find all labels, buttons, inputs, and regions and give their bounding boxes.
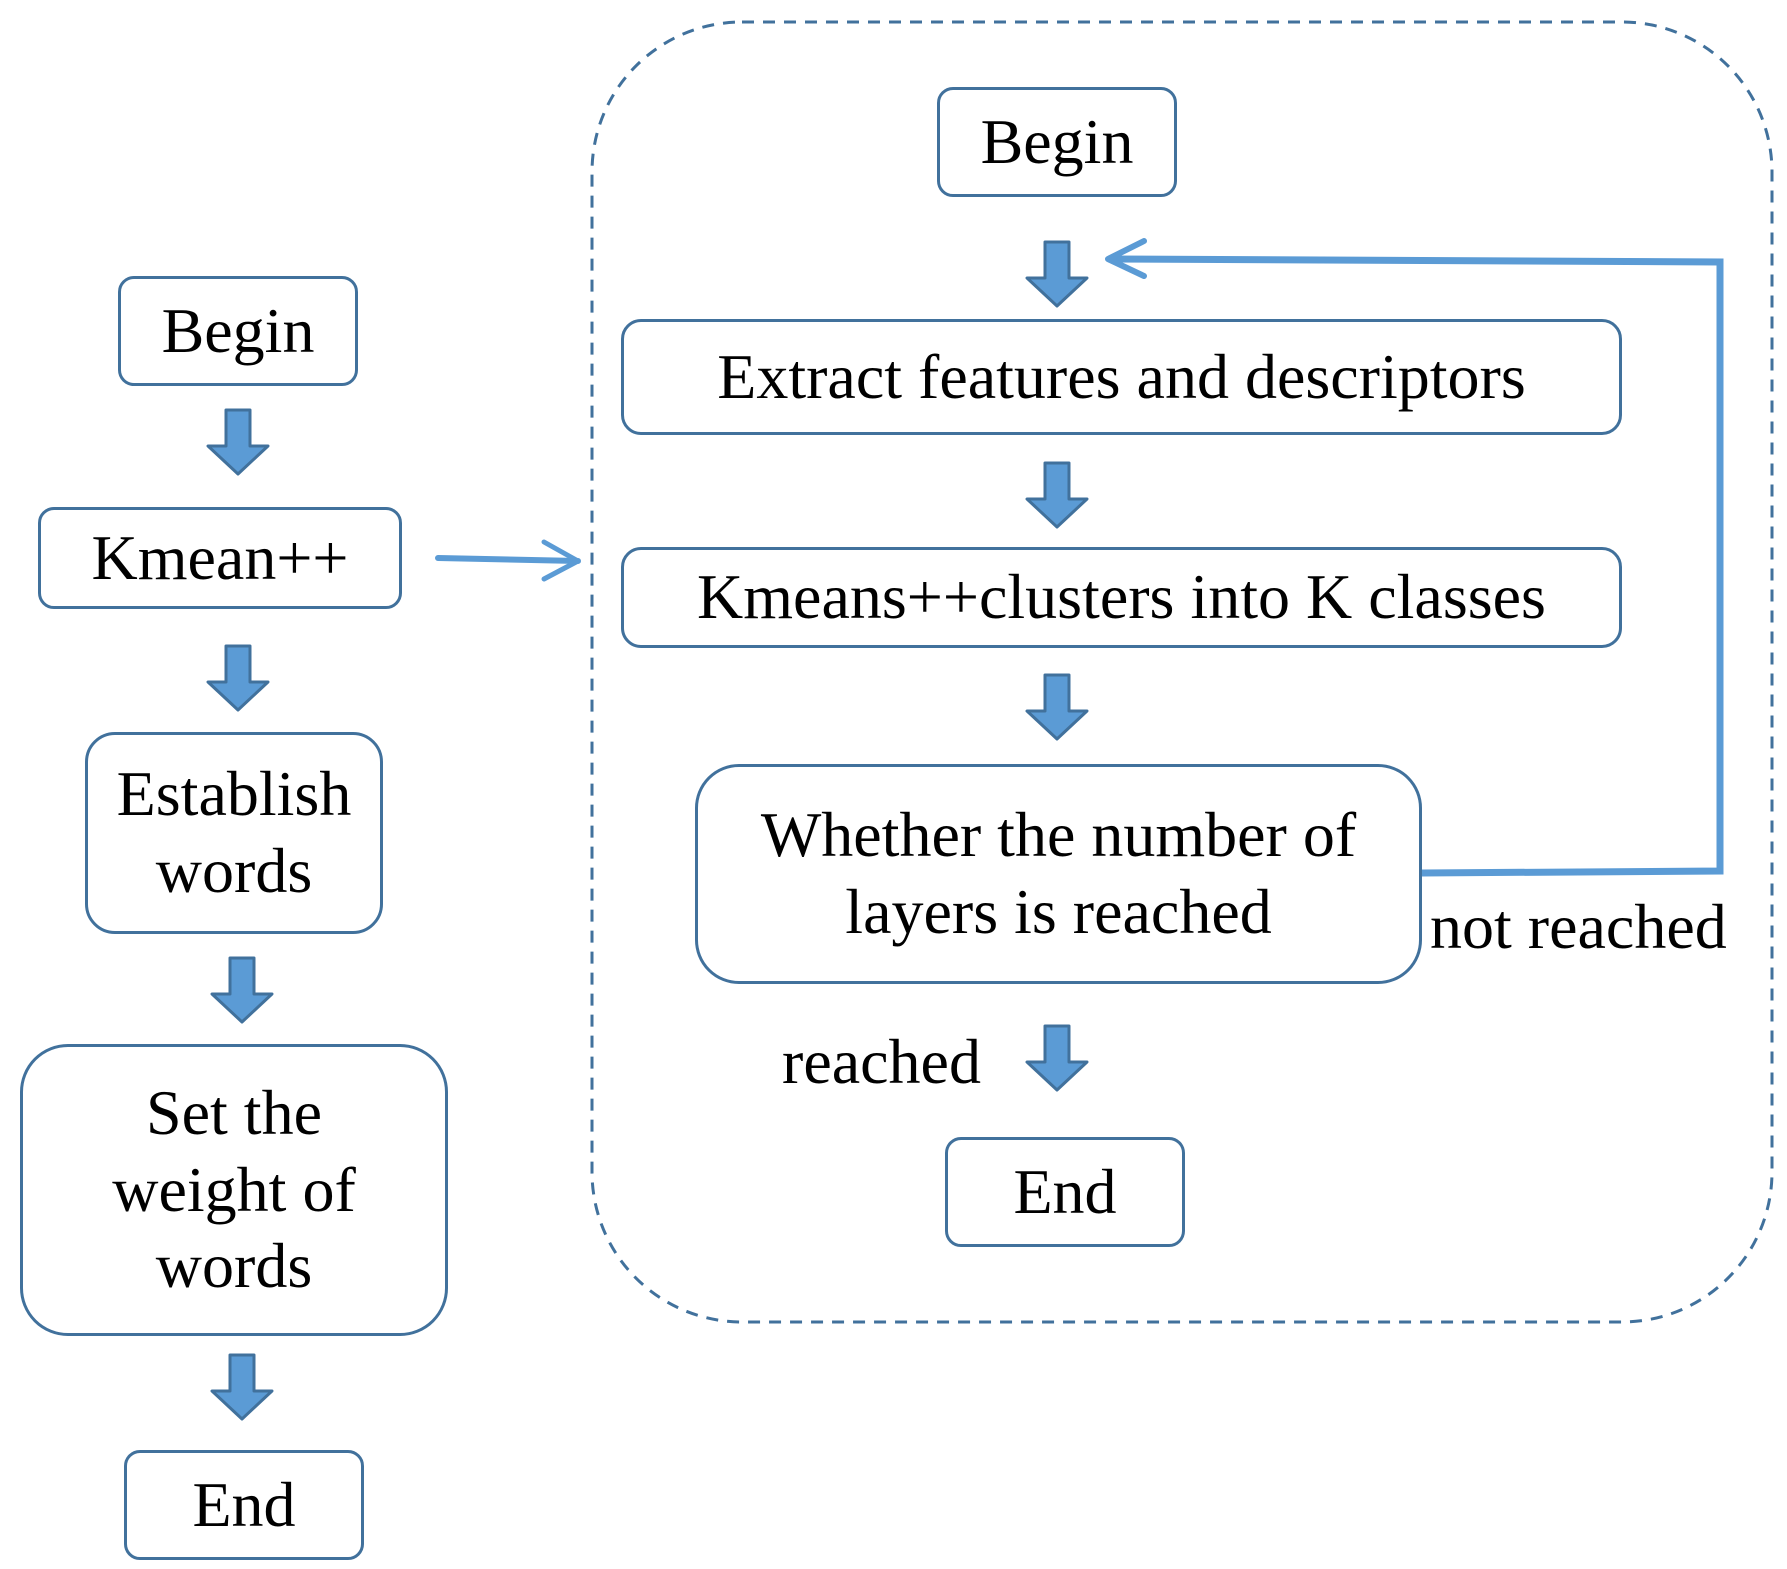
left-kmean-box: Kmean++ bbox=[38, 507, 402, 609]
left-begin-box: Begin bbox=[118, 276, 358, 386]
down-arrow-icon bbox=[210, 1353, 274, 1421]
left-establish-words-box: Establish words bbox=[85, 732, 383, 934]
kmeans-detail-frame bbox=[590, 20, 1774, 1324]
down-arrow-icon bbox=[206, 644, 270, 712]
down-arrow-icon bbox=[1025, 673, 1089, 741]
down-arrow-icon bbox=[1025, 1024, 1089, 1092]
down-arrow-icon bbox=[210, 956, 274, 1024]
down-arrow-icon bbox=[1025, 461, 1089, 529]
kmeans-cluster-box: Kmeans++clusters into K classes bbox=[621, 547, 1622, 648]
reached-label: reached bbox=[782, 1026, 981, 1097]
not-reached-label: not reached bbox=[1430, 891, 1727, 962]
right-begin-box: Begin bbox=[937, 87, 1177, 197]
not-reached-loop-arrow bbox=[1105, 238, 1724, 877]
extract-features-box: Extract features and descriptors bbox=[621, 319, 1622, 435]
left-set-weight-box: Set the weight of words bbox=[20, 1044, 448, 1336]
layers-decision-box: Whether the number of layers is reached bbox=[695, 764, 1422, 984]
left-end-box: End bbox=[124, 1450, 364, 1560]
right-end-box: End bbox=[945, 1137, 1185, 1247]
down-arrow-icon bbox=[206, 408, 270, 476]
down-arrow-icon bbox=[1025, 240, 1089, 308]
expand-connector-arrow bbox=[435, 539, 581, 582]
